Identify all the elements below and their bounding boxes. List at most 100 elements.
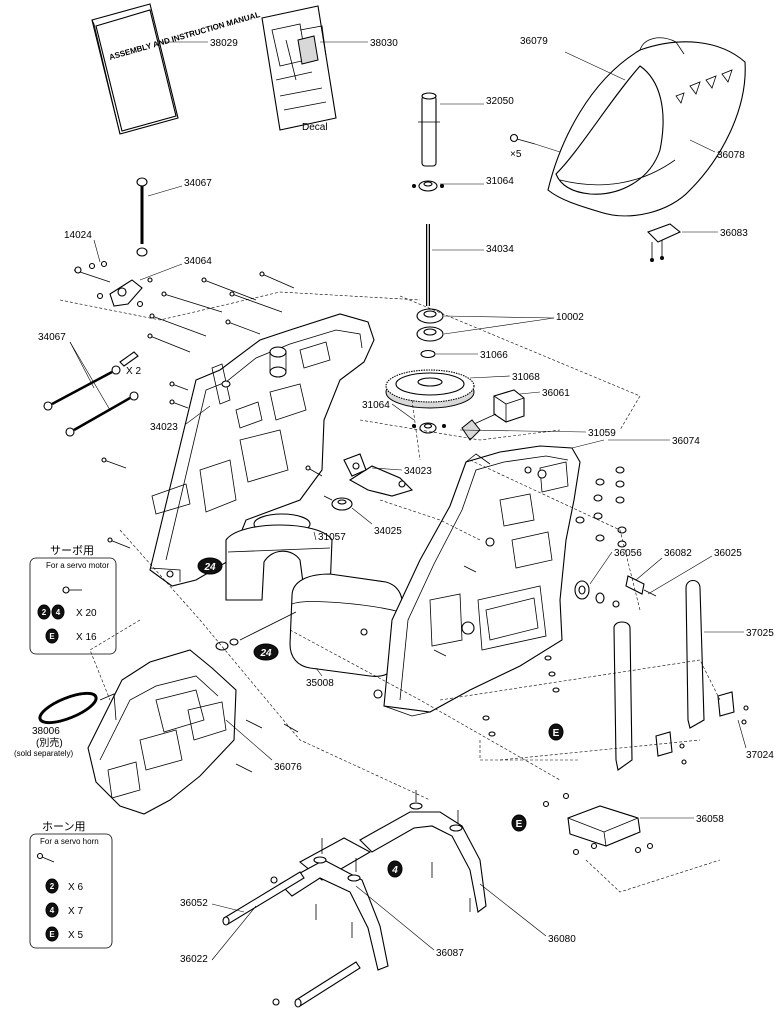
svg-text:24: 24 — [259, 648, 272, 659]
pinion-36061: 36061 — [461, 388, 570, 441]
part-label-36083: 36083 — [720, 228, 748, 239]
part-label-31066: 31066 — [480, 350, 508, 361]
part-label-34023-right: 34023 — [404, 466, 432, 477]
svg-text:4: 4 — [56, 608, 61, 617]
servo-motor-box: サーボ用 For a servo motor 2 4 X 20 E X 16 — [29, 544, 117, 655]
landing-gear-36080: 36080 — [279, 790, 576, 971]
pushrod-34067-pair: 34067 X 2 — [38, 332, 141, 437]
collar-31064-top: 31064 — [412, 176, 514, 192]
plate-36058: 36058 — [542, 792, 724, 856]
part-label-36080: 36080 — [548, 934, 576, 945]
lever-34025: 34025 — [323, 495, 402, 537]
part-label-34025: 34025 — [374, 526, 402, 537]
part-label-38029: 38029 — [210, 38, 238, 49]
bearings-10002: 10002 — [416, 308, 584, 342]
part-label-31059: 31059 — [588, 428, 616, 439]
servo-motor-qty-E: X 16 — [76, 632, 97, 643]
part-label-36056: 36056 — [614, 548, 642, 559]
servo-horn-qty-4: X 7 — [68, 906, 83, 917]
part-label-31064-bottom: 31064 — [362, 400, 390, 411]
part-label-31068: 31068 — [512, 372, 540, 383]
right-main-frame: 36074 — [373, 436, 700, 717]
servo-motor-title-jp: サーボ用 — [50, 544, 94, 557]
part-label-37025: 37025 — [746, 628, 774, 639]
part-label-31057: 31057 — [318, 532, 346, 543]
decal-sheet: 38030 Decal — [261, 5, 398, 133]
svg-text:4: 4 — [391, 865, 398, 876]
part-label-36078: 36078 — [717, 150, 745, 161]
canopy-screw: ×5 — [509, 133, 561, 160]
part-label-38006: 38006 — [32, 726, 60, 737]
svg-text:E: E — [49, 930, 55, 939]
part-label-34067-top: 34067 — [184, 178, 212, 189]
part-label-36022: 36052 — [180, 898, 208, 909]
marker-E-a: E — [548, 723, 564, 741]
svg-text:E: E — [516, 819, 523, 830]
svg-text:2: 2 — [50, 882, 55, 891]
instruction-manual: ASSEMBLY AND INSTRUCTION MANUAL 38029 — [91, 3, 261, 135]
part-label-36079: 36079 — [520, 36, 548, 47]
part-label-32050: 32050 — [486, 96, 514, 107]
left-main-frame: 34023 — [149, 313, 375, 587]
marker-24-b: 24 — [253, 643, 279, 661]
canopy: 36079 36078 — [520, 36, 746, 217]
frame-screws-left — [101, 381, 323, 549]
part-label-34034: 34034 — [486, 244, 514, 255]
part-label-10002: 10002 — [556, 312, 584, 323]
strap-37025: 37025 37024 — [613, 579, 774, 771]
fuel-tank-35008: 35008 — [215, 573, 404, 689]
part-label-36087: 36087 — [436, 948, 464, 959]
part-label-36052: 36022 — [180, 954, 208, 965]
servo-horn-qty-E: X 5 — [68, 930, 83, 941]
part-label-14024: 14024 — [64, 230, 92, 241]
part-label-36082: 36082 — [664, 548, 692, 559]
part-label-34067-pair: 34067 — [38, 332, 66, 343]
marker-4: 4 — [387, 860, 403, 878]
skid-36052: 36052 36022 36087 — [180, 871, 464, 1008]
alignment-guides — [59, 291, 721, 893]
sold-separately-jp: (別売) — [36, 736, 63, 749]
servo-horn-qty-2: X 6 — [68, 882, 83, 893]
part-label-36058: 36058 — [696, 814, 724, 825]
part-label-34064: 34064 — [184, 256, 212, 267]
decal-label: Decal — [302, 122, 328, 133]
frame-screws-right — [433, 466, 627, 737]
part-label-38030: 38030 — [370, 38, 398, 49]
servo-motor-title: For a servo motor — [46, 561, 109, 570]
collar-31064-bottom: 31064 — [362, 400, 446, 434]
svg-text:4: 4 — [50, 906, 55, 915]
shaft-34034: 34034 — [426, 224, 514, 306]
lever-34064: 14024 34064 — [64, 230, 212, 308]
servo-horn-box: ホーン用 For a servo horn 2 X 6 4 X 7 E X 5 — [29, 820, 113, 949]
servo-tray-36076: 36076 — [87, 649, 302, 815]
label-31059: 31059 — [459, 428, 616, 439]
belt-38006: 38006 (別売) (sold separately) — [14, 691, 98, 758]
part-label-36076: 36076 — [274, 762, 302, 773]
part-label-35008: 35008 — [306, 678, 334, 689]
pushrod-34067-vertical: 34067 — [136, 177, 212, 257]
part-label-34023-left: 34023 — [150, 422, 178, 433]
servo-horn-title-jp: ホーン用 — [42, 820, 85, 833]
part-label-37024: 37024 — [746, 750, 774, 761]
rods-qty: X 2 — [126, 366, 141, 377]
part-label-31064-top: 31064 — [486, 176, 514, 187]
svg-text:E: E — [49, 632, 55, 641]
canopy-bracket: 36083 — [647, 223, 748, 262]
frame-screws-upper — [147, 271, 295, 353]
canopy-screw-qty: ×5 — [510, 149, 522, 160]
part-label-36025: 36025 — [714, 548, 742, 559]
parts-36056-36082-36025: 36056 36082 36025 — [574, 548, 742, 608]
washer-31066: 31066 — [420, 349, 508, 361]
main-gear-31068: 31068 — [385, 369, 540, 409]
svg-text:2: 2 — [42, 608, 47, 617]
marker-24-a: 24 — [197, 557, 223, 575]
part-label-36074: 36074 — [672, 436, 700, 447]
main-shaft-32050: 32050 — [418, 92, 514, 167]
sold-separately: (sold separately) — [14, 749, 73, 758]
lever-34023-right: 34023 — [343, 453, 432, 497]
servo-horn-title: For a servo horn — [40, 837, 99, 846]
svg-text:24: 24 — [203, 562, 216, 573]
part-label-36061: 36061 — [542, 388, 570, 399]
marker-E-b: E — [511, 814, 527, 832]
